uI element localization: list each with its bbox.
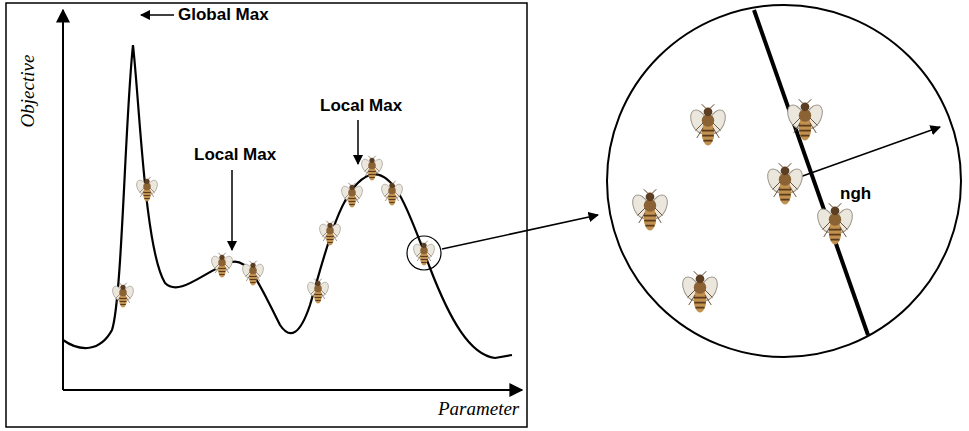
leader-arrow [231,170,233,250]
panel-frame [6,3,527,427]
axis-label: Parameter [438,398,519,420]
zoom-arrow [442,215,598,249]
axis-label: Objective [17,41,39,141]
leader-arrow [357,120,359,164]
objective-curve [63,45,512,358]
radius-arrow [797,127,940,178]
focus-circle [407,236,441,270]
circle-outline [605,3,963,359]
x-axis [63,389,522,391]
y-axis [62,10,64,390]
leader-arrow [141,14,174,16]
radius-label: ngh [840,184,871,204]
bee-group [629,99,856,312]
peak-label: Local Max [194,145,276,165]
bee-group [111,156,437,308]
neighbourhood-circle: ngh [605,3,963,359]
peak-label: Global Max [178,5,269,25]
peak-label: Local Max [320,96,402,116]
